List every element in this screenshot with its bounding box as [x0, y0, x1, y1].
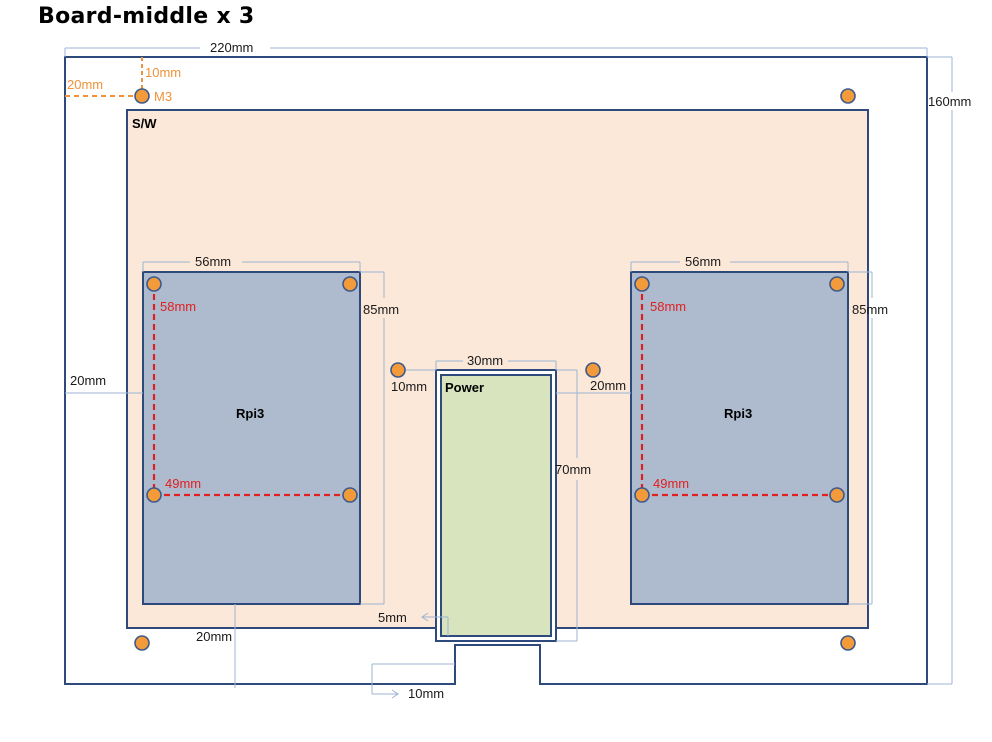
- notch-offset-label: 5mm: [378, 610, 407, 625]
- rpi-left-hole-h-label: 49mm: [165, 476, 201, 491]
- power-width-label: 30mm: [467, 353, 503, 368]
- rpi-right-board: [630, 271, 849, 605]
- rpi-left-height-label: 85mm: [363, 302, 399, 317]
- rpi-left-hole-bl: [146, 487, 162, 503]
- rpi-right-height-label: 85mm: [852, 302, 888, 317]
- rpi-left-width-label: 56mm: [195, 254, 231, 269]
- rpi-right-hole-h-label: 49mm: [653, 476, 689, 491]
- mount-hole-mid-right: [585, 362, 601, 378]
- bottom-gap-label: 20mm: [196, 629, 232, 644]
- rpi-right-label: Rpi3: [724, 406, 752, 421]
- rpi-right-hole-v-label: 58mm: [650, 299, 686, 314]
- notch-depth-label: 10mm: [408, 686, 444, 701]
- gap-left-power-label: 10mm: [391, 379, 427, 394]
- rpi-left-board: [142, 271, 361, 605]
- rpi-left-hole-v-label: 58mm: [160, 299, 196, 314]
- page-title: Board-middle x 3: [38, 4, 255, 29]
- hole-offset-y-label: 10mm: [145, 65, 181, 80]
- rpi-left-hole-tr: [342, 276, 358, 292]
- gap-power-right-label: 20mm: [590, 378, 626, 393]
- left-margin-label: 20mm: [70, 373, 106, 388]
- mount-hole-top-right: [840, 88, 856, 104]
- rpi-left-hole-tl: [146, 276, 162, 292]
- rpi-right-hole-bl: [634, 487, 650, 503]
- hole-type-label: M3: [154, 89, 172, 104]
- board-width-label: 220mm: [210, 40, 253, 55]
- rpi-right-hole-tl: [634, 276, 650, 292]
- mount-hole-top-left: [134, 88, 150, 104]
- mount-hole-bottom-right: [840, 635, 856, 651]
- power-height-label: 70mm: [555, 462, 591, 477]
- rpi-right-hole-br: [829, 487, 845, 503]
- power-label: Power: [445, 380, 484, 395]
- mount-hole-mid-left: [390, 362, 406, 378]
- rpi-right-hole-tr: [829, 276, 845, 292]
- rpi-left-hole-br: [342, 487, 358, 503]
- hole-offset-x-label: 20mm: [67, 77, 103, 92]
- power-module: [440, 374, 552, 637]
- rpi-left-label: Rpi3: [236, 406, 264, 421]
- rpi-right-width-label: 56mm: [685, 254, 721, 269]
- sw-label: S/W: [132, 116, 157, 131]
- mount-hole-bottom-left: [134, 635, 150, 651]
- board-height-label: 160mm: [928, 94, 971, 109]
